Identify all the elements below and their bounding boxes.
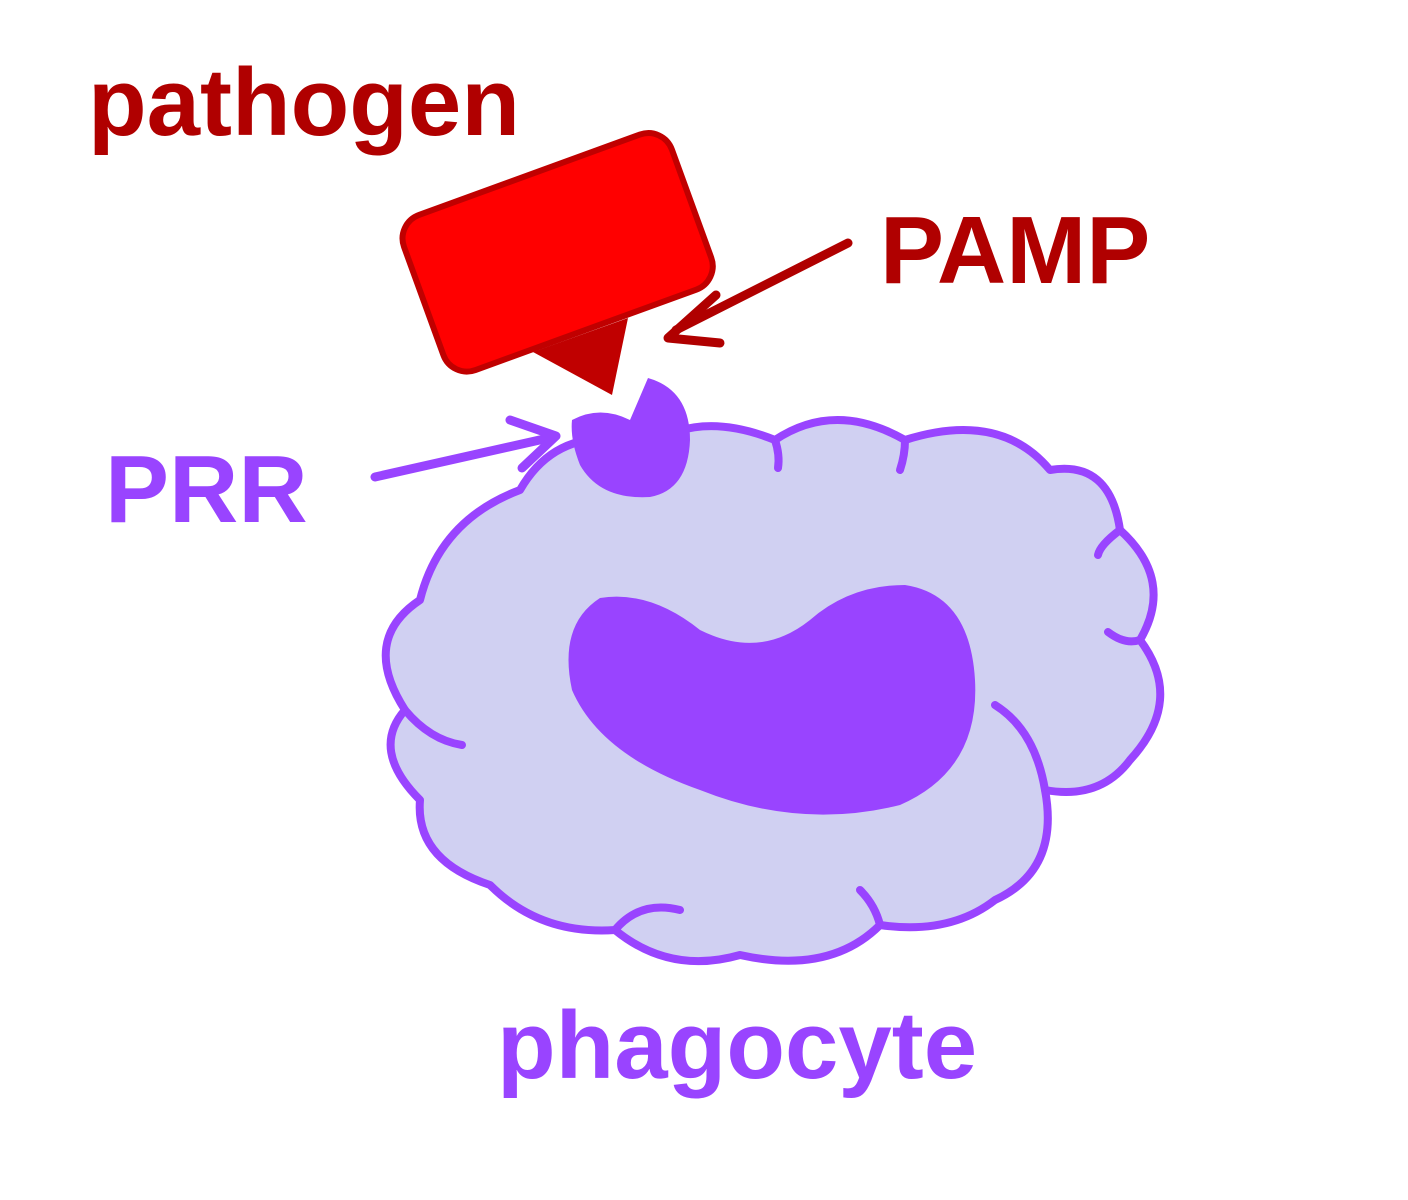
membrane-fold-3 xyxy=(991,701,1049,794)
prr-arrow xyxy=(370,415,561,482)
pamp-label: PAMP xyxy=(880,197,1150,304)
pamp-arrow xyxy=(663,238,853,348)
pamp-molecule xyxy=(533,318,628,395)
membrane-fold-1 xyxy=(401,706,466,749)
nucleus xyxy=(568,585,976,815)
membrane-fold-5 xyxy=(896,436,909,474)
membrane-fold-6 xyxy=(611,903,684,934)
phagocyte-label: phagocyte xyxy=(497,992,977,1099)
prr-receptor xyxy=(571,378,690,498)
membrane-fold-7 xyxy=(856,886,884,929)
prr-label: PRR xyxy=(105,436,308,543)
pathogen-body xyxy=(399,130,716,375)
pathogen xyxy=(399,130,716,395)
pathogen-label: pathogen xyxy=(88,49,520,156)
membrane-fold-4 xyxy=(771,436,783,472)
membrane-fold-8 xyxy=(1094,526,1124,559)
membrane-fold-2 xyxy=(1104,628,1144,646)
